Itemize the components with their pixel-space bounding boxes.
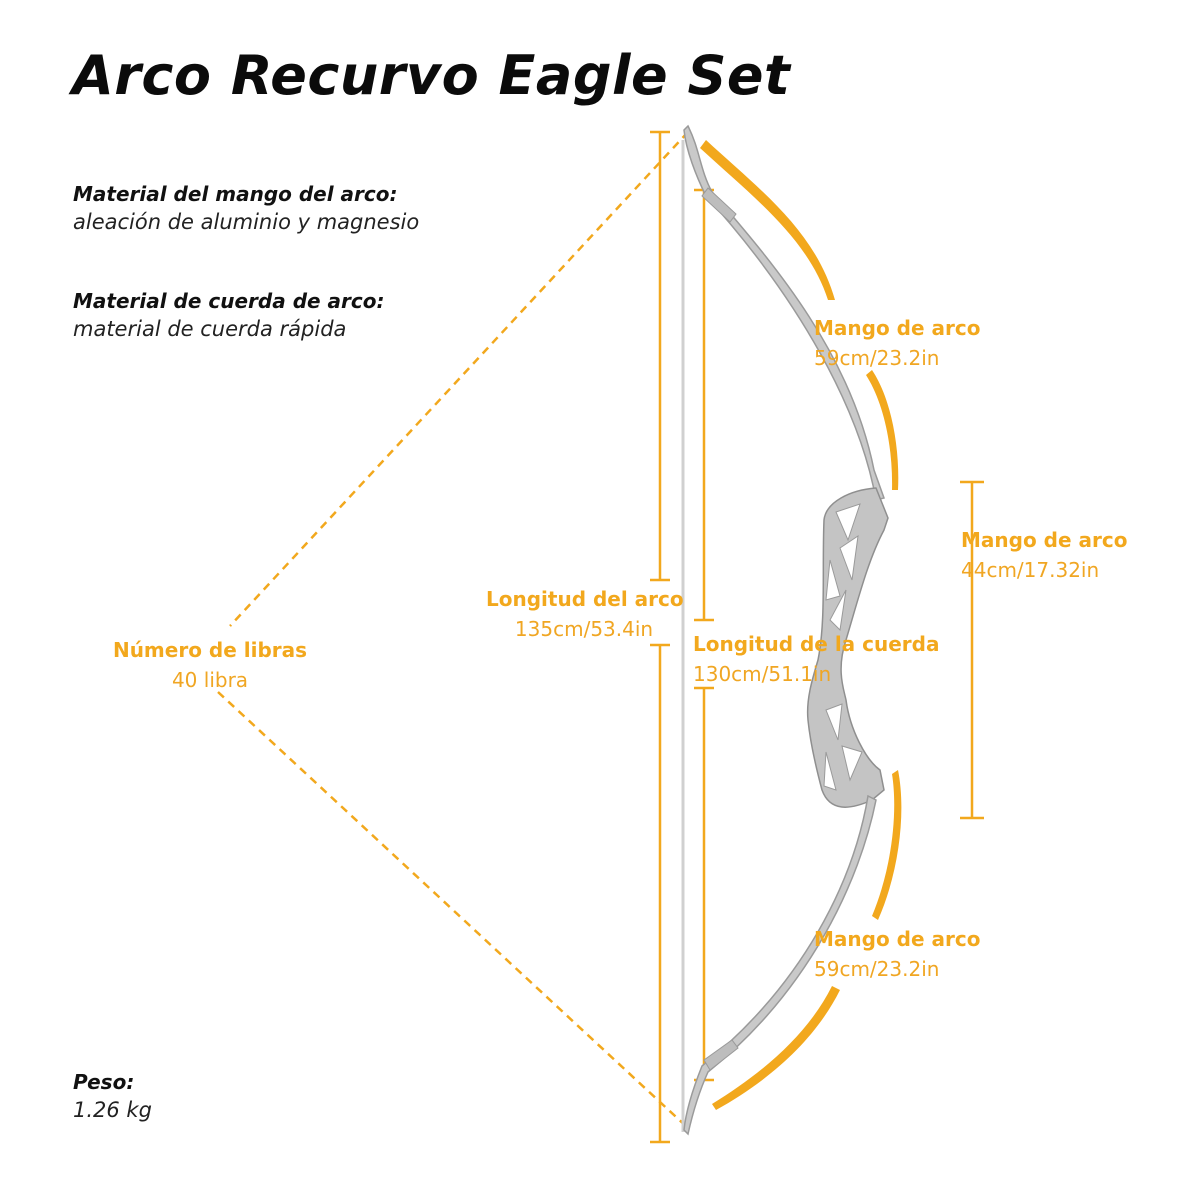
label-title: Longitud de la cuerda: [693, 632, 940, 656]
label-upper-limb: Mango de arco 59cm/23.2in: [814, 316, 980, 370]
upper-limb-accent-bottom: [866, 370, 899, 490]
label-value: 44cm/17.32in: [961, 558, 1100, 582]
spec-label: Peso:: [73, 1070, 135, 1094]
label-value: 40 libra: [171, 668, 249, 692]
label-title: Mango de arco: [814, 316, 981, 340]
spec-riser-material: Material del mango del arco: aleación de…: [73, 182, 419, 234]
upper-limb-sleeve: [701, 187, 737, 223]
bow-length-dimension: [650, 130, 670, 1144]
label-value: 130cm/51.1in: [693, 662, 832, 686]
limb-accents: [700, 140, 902, 1110]
label-title: Número de libras: [112, 638, 308, 662]
label-riser: Mango de arco 44cm/17.32in: [961, 528, 1127, 582]
spec-value: material de cuerda rápida: [73, 317, 347, 341]
lower-limb-accent-top: [872, 770, 902, 920]
label-title: Mango de arco: [814, 927, 981, 951]
label-value: 59cm/23.2in: [814, 346, 940, 370]
upper-limb: [683, 124, 885, 501]
page-title: Arco Recurvo Eagle Set: [72, 44, 791, 107]
dashed-line-upper: [229, 131, 689, 627]
upper-limb-accent-top: [700, 140, 835, 300]
spec-weight: Peso: 1.26 kg: [73, 1070, 152, 1122]
label-value: 135cm/53.4in: [514, 617, 654, 641]
lower-limb-sleeve: [703, 1039, 739, 1071]
lower-limb-accent-bottom: [712, 986, 840, 1110]
label-title: Longitud del arco: [486, 587, 684, 611]
label-string-length: Longitud de la cuerda 130cm/51.1in: [693, 632, 939, 686]
label-title: Mango de arco: [961, 528, 1128, 552]
label-draw-weight: Número de libras 40 libra: [110, 638, 310, 692]
draw-weight-dashed-lines: [217, 131, 689, 1129]
label-bow-length: Longitud del arco 135cm/53.4in: [486, 587, 684, 641]
dashed-line-lower: [217, 691, 689, 1129]
riser: [806, 487, 889, 808]
spec-value: aleación de aluminio y magnesio: [73, 210, 420, 234]
spec-label: Material del mango del arco:: [73, 182, 398, 206]
spec-label: Material de cuerda de arco:: [73, 289, 385, 313]
label-lower-limb: Mango de arco 59cm/23.2in: [814, 927, 980, 981]
spec-value: 1.26 kg: [73, 1098, 152, 1122]
riser-cutouts: [823, 503, 863, 791]
label-value: 59cm/23.2in: [814, 957, 940, 981]
riser-dimension: [960, 480, 984, 820]
spec-string-material: Material de cuerda de arco: material de …: [73, 289, 385, 341]
